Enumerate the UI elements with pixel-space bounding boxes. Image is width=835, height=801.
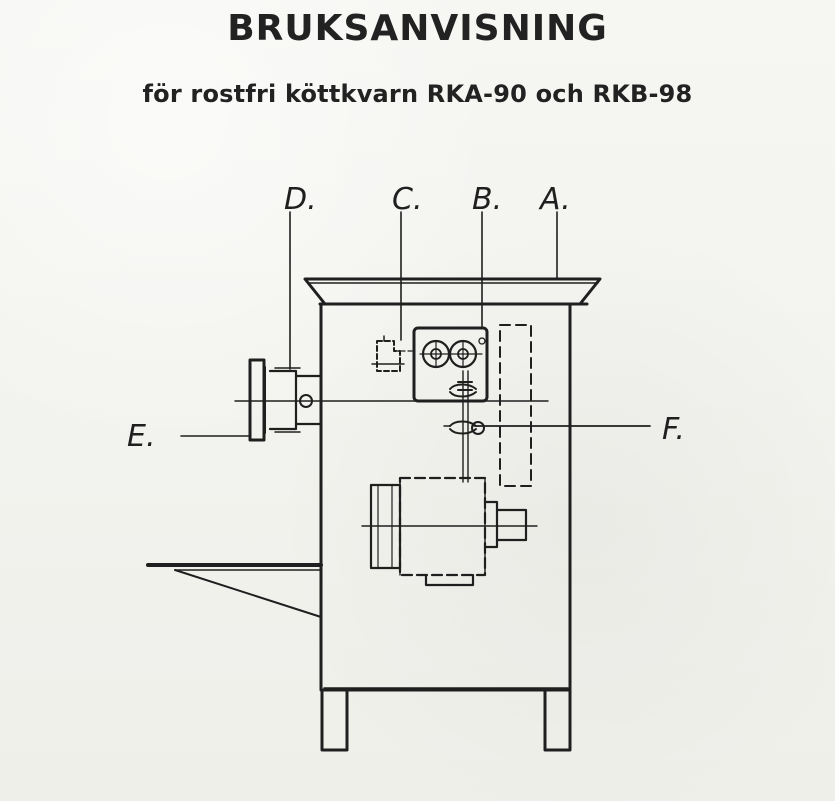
- component-c: [371, 332, 415, 372]
- motor: [361, 476, 538, 587]
- grinder-head: [248, 358, 323, 442]
- machine-housing: [319, 303, 572, 692]
- document-title: BRUKSANVISNING: [227, 8, 608, 49]
- label-f: F.: [662, 412, 685, 447]
- label-e: E.: [127, 419, 156, 454]
- label-c: C.: [392, 182, 422, 217]
- document-subtitle: för rostfri köttkvarn RKA-90 och RKB-98: [142, 80, 693, 108]
- hopper-top: [303, 277, 602, 306]
- label-leaders: [180, 211, 651, 437]
- machine-legs: [320, 688, 572, 752]
- label-d: D.: [284, 182, 317, 217]
- label-b: B.: [472, 182, 502, 217]
- dashed-channel: [499, 324, 532, 487]
- gearbox: [412, 326, 489, 403]
- label-a: A.: [538, 182, 571, 217]
- support-shelf: [146, 563, 323, 620]
